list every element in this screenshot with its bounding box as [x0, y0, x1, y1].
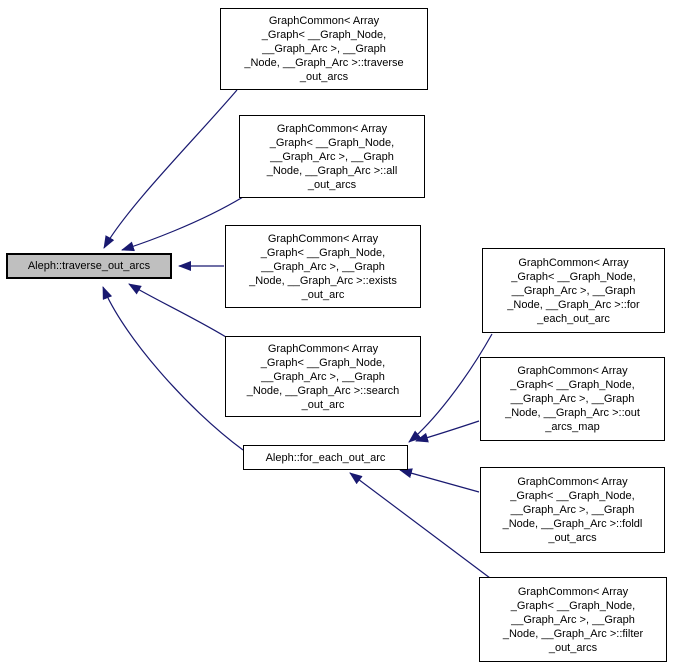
node-graphcommon-foldl-out-arcs[interactable]: GraphCommon< Array _Graph< __Graph_Node,… — [480, 467, 665, 553]
node-graphcommon-for-each-out-arc[interactable]: GraphCommon< Array _Graph< __Graph_Node,… — [482, 248, 665, 333]
edge-filter-to-foreach — [349, 472, 491, 579]
node-aleph-for-each-out-arc[interactable]: Aleph::for_each_out_arc — [243, 445, 408, 470]
node-graphcommon-all-out-arcs[interactable]: GraphCommon< Array _Graph< __Graph_Node,… — [239, 115, 425, 198]
node-graphcommon-search-out-arc[interactable]: GraphCommon< Array _Graph< __Graph_Node,… — [225, 336, 421, 417]
node-graphcommon-filter-out-arcs[interactable]: GraphCommon< Array _Graph< __Graph_Node,… — [479, 577, 667, 662]
node-graphcommon-exists-out-arc[interactable]: GraphCommon< Array _Graph< __Graph_Node,… — [225, 225, 421, 308]
node-aleph-traverse-out-arcs[interactable]: Aleph::traverse_out_arcs — [6, 253, 172, 279]
node-graphcommon-traverse-out-arcs[interactable]: GraphCommon< Array _Graph< __Graph_Node,… — [220, 8, 428, 90]
edge-foldl-to-foreach — [399, 468, 480, 493]
edge-traverse-to-target — [103, 89, 238, 249]
edge-all-to-target — [121, 196, 244, 252]
edge-map-to-foreach — [415, 420, 480, 443]
edge-search-to-target — [128, 283, 227, 338]
edge-foreach-to-target — [102, 286, 244, 451]
node-graphcommon-out-arcs-map[interactable]: GraphCommon< Array _Graph< __Graph_Node,… — [480, 357, 665, 441]
